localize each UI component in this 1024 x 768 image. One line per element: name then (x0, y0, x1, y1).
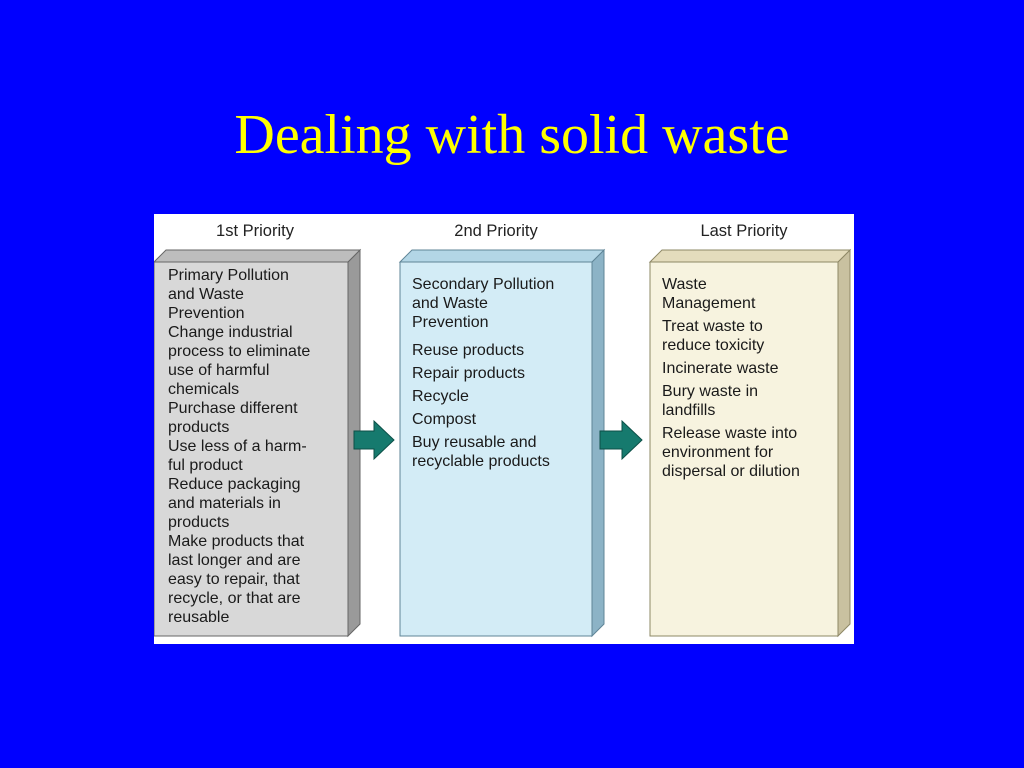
list-item: Reuse products (412, 342, 525, 359)
list-item: Compost (412, 411, 477, 428)
list-item: Change industrial process to eliminate u… (168, 324, 311, 398)
list-item: Treat waste to reduce toxicity (662, 318, 765, 354)
header-1st-priority: 1st Priority (216, 222, 294, 240)
header-last-priority: Last Priority (700, 222, 788, 240)
list-item: Reduce packaging and materials in produc… (168, 476, 301, 531)
arrow-icon (599, 419, 643, 461)
list-item: Use less of a harm- ful product (168, 438, 307, 474)
box-last-priority-text: Waste Management Treat waste to reduce t… (662, 275, 840, 481)
arrow-icon (353, 419, 395, 461)
box-1st-priority (154, 248, 362, 638)
list-item: Recycle (412, 388, 469, 405)
slide-title: Dealing with solid waste (234, 104, 790, 166)
priority-boxes (154, 248, 852, 638)
list-item: Incinerate waste (662, 360, 779, 377)
box-last-priority (648, 248, 852, 638)
box-2nd-priority (398, 248, 606, 638)
priority-diagram: 1st Priority 2nd Priority Last Priority … (154, 214, 854, 644)
box-2nd-priority-text: Secondary Pollution and Waste Prevention… (412, 275, 592, 471)
header-2nd-priority: 2nd Priority (454, 222, 538, 240)
list-item: Buy reusable and recyclable products (412, 434, 550, 470)
list-item: Repair products (412, 365, 525, 382)
box-heading: Primary Pollution and Waste Prevention (168, 267, 289, 322)
box-heading: Waste Management (662, 276, 756, 312)
list-item: Make products that last longer and are e… (168, 533, 305, 626)
box-1st-priority-text: Primary Pollution and Waste Prevention C… (168, 266, 348, 627)
box-heading: Secondary Pollution and Waste Prevention (412, 276, 555, 331)
list-item: Bury waste in landfills (662, 383, 759, 419)
list-item: Purchase different products (168, 400, 298, 436)
list-item: Release waste into environment for dispe… (662, 425, 800, 480)
